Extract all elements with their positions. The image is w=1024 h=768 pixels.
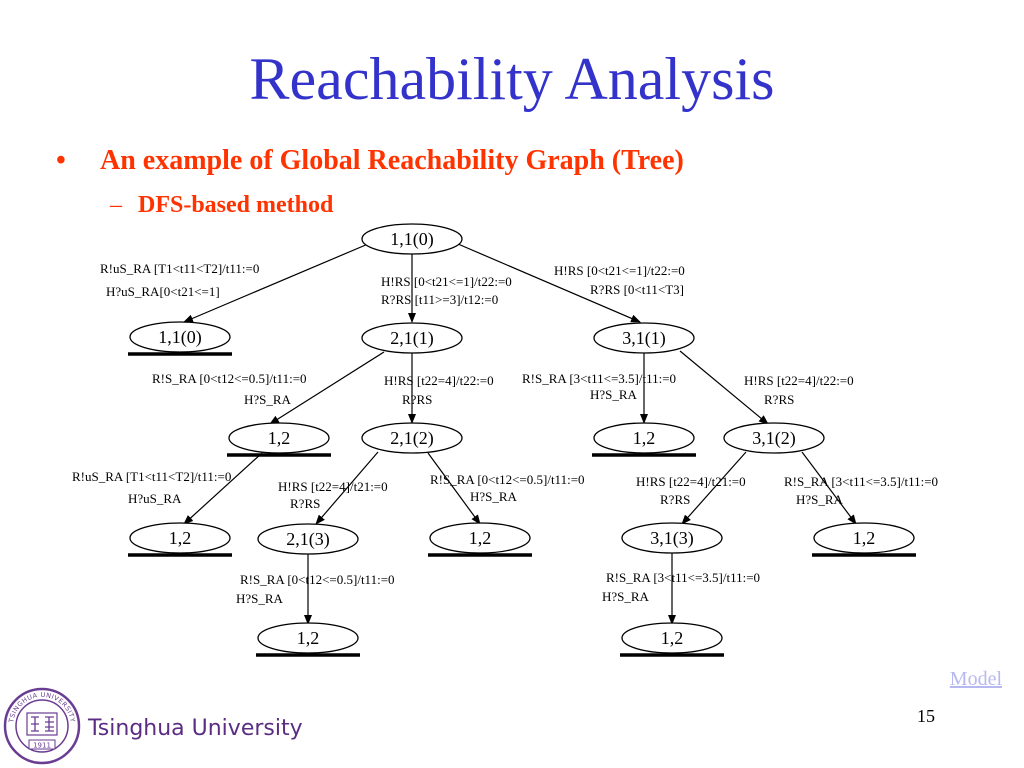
edge-label: R?RS — [402, 392, 432, 407]
node-shape-c2b — [723, 422, 825, 454]
tree-edges — [183, 243, 857, 625]
node-c1: 3,1(1) — [622, 328, 666, 349]
node-c3b: 1,2 — [853, 528, 876, 548]
edge-label: H?S_RA — [244, 392, 292, 407]
node-c2a: 1,2 — [633, 428, 656, 448]
edge-label: R?RS — [290, 496, 320, 511]
edge-label: H?S_RA — [590, 387, 638, 402]
edge-label: H?S_RA — [470, 489, 518, 504]
tsinghua-logo-icon: TSINGHUA UNIVERSITY 1911 — [3, 687, 81, 765]
node-shape-b3a — [257, 523, 359, 555]
edge-label: H?S_RA — [796, 492, 844, 507]
bullet-dot-icon: • — [56, 145, 66, 176]
edge-label: R!S_RA [0<t12<=0.5]/t11:=0 — [240, 572, 395, 587]
edge-label: R?RS — [660, 492, 690, 507]
edge-label: R?RS — [764, 392, 794, 407]
node-shape-a1 — [129, 321, 231, 353]
sub-bullet-dash-icon: – — [110, 192, 122, 218]
node-a3: 1,2 — [169, 528, 192, 548]
node-b2: 2,1(2) — [390, 428, 434, 449]
edge-label: H!RS [0<t21<=1]/t22:=0 — [381, 274, 512, 289]
edge-label: R!S_RA [3<t11<=3.5]/t11:=0 — [606, 570, 760, 585]
sub-bullet-text: DFS-based method — [138, 192, 334, 218]
node-shape-root — [361, 223, 463, 255]
node-shape-a2 — [228, 422, 330, 454]
edge-label: H!RS [0<t21<=1]/t22:=0 — [554, 263, 685, 278]
edge-label: R!uS_RA [T1<t11<T2]/t11:=0 — [100, 261, 259, 276]
page-number: 15 — [917, 706, 935, 726]
slide-title: Reachability Analysis — [249, 46, 775, 112]
node-shape-c2a — [593, 422, 695, 454]
edge-b2-b3b — [427, 452, 481, 525]
edge-label: R?RS [0<t11<T3] — [590, 282, 684, 297]
edge-label: R!uS_RA [T1<t11<T2]/t11:=0 — [72, 469, 231, 484]
node-a1: 1,1(0) — [158, 327, 202, 348]
node-b3a: 2,1(3) — [286, 529, 330, 550]
node-shape-c4 — [621, 622, 723, 654]
edge-label: H?uS_RA — [128, 491, 182, 506]
edge-root-a1 — [183, 243, 369, 323]
edge-label: H?S_RA — [602, 589, 650, 604]
edge-a2-a3 — [183, 452, 263, 525]
node-shape-b2 — [361, 422, 463, 454]
node-b3b: 1,2 — [469, 528, 492, 548]
edge-label: R!S_RA [3<t11<=3.5]/t11:=0 — [784, 474, 938, 489]
edge-label: R!S_RA [0<t12<=0.5]/t11:=0 — [430, 472, 585, 487]
node-c2b: 3,1(2) — [752, 428, 796, 449]
edge-root-c1 — [457, 243, 641, 323]
edge-label: R?RS [t11>=3]/t12:=0 — [381, 292, 498, 307]
node-b4: 1,2 — [297, 628, 320, 648]
node-shape-b1 — [361, 322, 463, 354]
bullet-text: An example of Global Reachability Graph … — [100, 145, 684, 176]
edge-b2-b3a — [315, 451, 379, 525]
node-c3a: 3,1(3) — [650, 528, 694, 549]
node-shape-c1 — [593, 322, 695, 354]
node-shape-b3b — [429, 522, 531, 554]
edge-c1-c2b — [679, 350, 769, 425]
edge-label: H!RS [t22=4]/t21:=0 — [636, 474, 746, 489]
terminal-marks — [128, 352, 916, 657]
edge-labels: R!uS_RA [T1<t11<T2]/t11:=0 H?uS_RA[0<t21… — [72, 261, 938, 606]
node-a2: 1,2 — [268, 428, 291, 448]
node-b1: 2,1(1) — [390, 328, 434, 349]
bullet-point: • An example of Global Reachability Graph… — [56, 144, 684, 178]
edge-c2b-c3b — [801, 451, 857, 525]
sub-bullet-point: –DFS-based method — [110, 190, 333, 220]
edge-label: H!RS [t22=4]/t22:=0 — [384, 373, 494, 388]
edge-label: R!S_RA [0<t12<=0.5]/t11:=0 — [152, 371, 307, 386]
logo-year: 1911 — [33, 742, 51, 750]
node-c4: 1,2 — [661, 628, 684, 648]
node-shape-a3 — [129, 522, 231, 554]
edge-b1-a2 — [269, 351, 385, 425]
edge-label: R!S_RA [3<t11<=3.5]/t11:=0 — [522, 371, 676, 386]
node-shape-c3b — [813, 522, 915, 554]
node-shape-c3a — [621, 522, 723, 554]
edge-label: H!RS [t22=4]/t22:=0 — [744, 373, 854, 388]
node-root: 1,1(0) — [390, 229, 434, 250]
edge-c2b-c3a — [681, 451, 747, 525]
edge-label: H!RS [t22=4]/t21:=0 — [278, 479, 388, 494]
edge-label: H?S_RA — [236, 591, 284, 606]
tree-nodes — [129, 223, 915, 654]
university-name: Tsinghua University — [88, 716, 303, 741]
edge-label: H?uS_RA[0<t21<=1] — [106, 284, 220, 299]
model-link[interactable]: Model — [949, 668, 1002, 690]
node-labels: 1,1(0) 1,1(0) 2,1(1) 3,1(1) 1,2 2,1(2) 1… — [158, 229, 875, 648]
node-shape-b4 — [257, 622, 359, 654]
